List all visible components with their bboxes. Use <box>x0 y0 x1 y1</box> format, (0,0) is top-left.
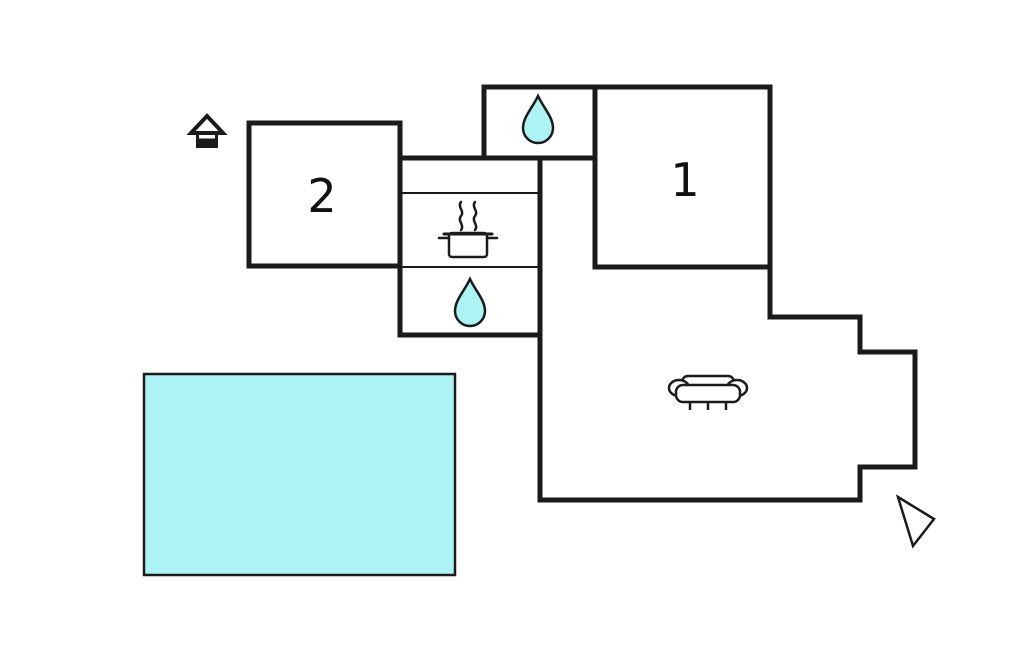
water-drop-shape <box>453 275 487 328</box>
house-icon <box>186 113 228 148</box>
sofa-icon <box>667 374 749 410</box>
apartment-outline <box>397 84 918 503</box>
water-drop-icon <box>453 275 487 328</box>
house-body <box>196 131 218 148</box>
pool <box>142 372 457 577</box>
water-drop-shape <box>521 92 555 145</box>
room-2-label: 2 <box>307 169 336 223</box>
sofa-seat <box>674 383 742 404</box>
arrow-shape <box>895 494 936 549</box>
water-drop-icon <box>521 92 555 145</box>
cooking-pot-icon <box>437 200 499 259</box>
house-roof <box>186 113 228 135</box>
entrance-arrow-icon <box>895 494 936 549</box>
walls-thick <box>246 84 918 503</box>
walls-thin <box>400 192 540 268</box>
house-door-slit <box>199 135 215 139</box>
pot-body <box>447 231 489 259</box>
room-2-walls <box>246 120 403 269</box>
steam-line <box>472 200 478 232</box>
room-1-label: 1 <box>670 153 699 207</box>
steam-line <box>458 200 464 232</box>
